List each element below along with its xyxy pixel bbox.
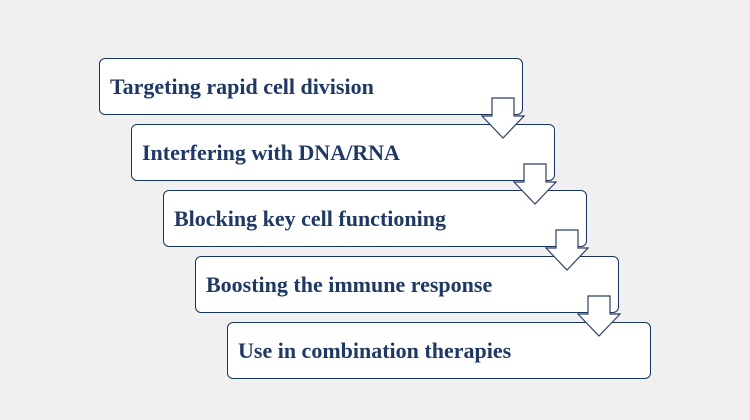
down-arrow-icon [544,229,590,272]
step-box-4: Boosting the immune response [195,256,619,313]
step-label: Boosting the immune response [206,271,493,297]
step-box-2: Interfering with DNA/RNA [131,124,555,181]
step-box-1: Targeting rapid cell division [99,58,523,115]
down-arrow-icon [480,97,526,140]
step-label: Use in combination therapies [238,337,512,363]
step-box-3: Blocking key cell functioning [163,190,587,247]
down-arrow-icon [576,295,622,338]
step-label: Interfering with DNA/RNA [142,139,400,165]
step-label: Blocking key cell functioning [174,205,446,231]
step-box-5: Use in combination therapies [227,322,651,379]
down-arrow-icon [512,163,558,206]
step-label: Targeting rapid cell division [110,73,374,99]
